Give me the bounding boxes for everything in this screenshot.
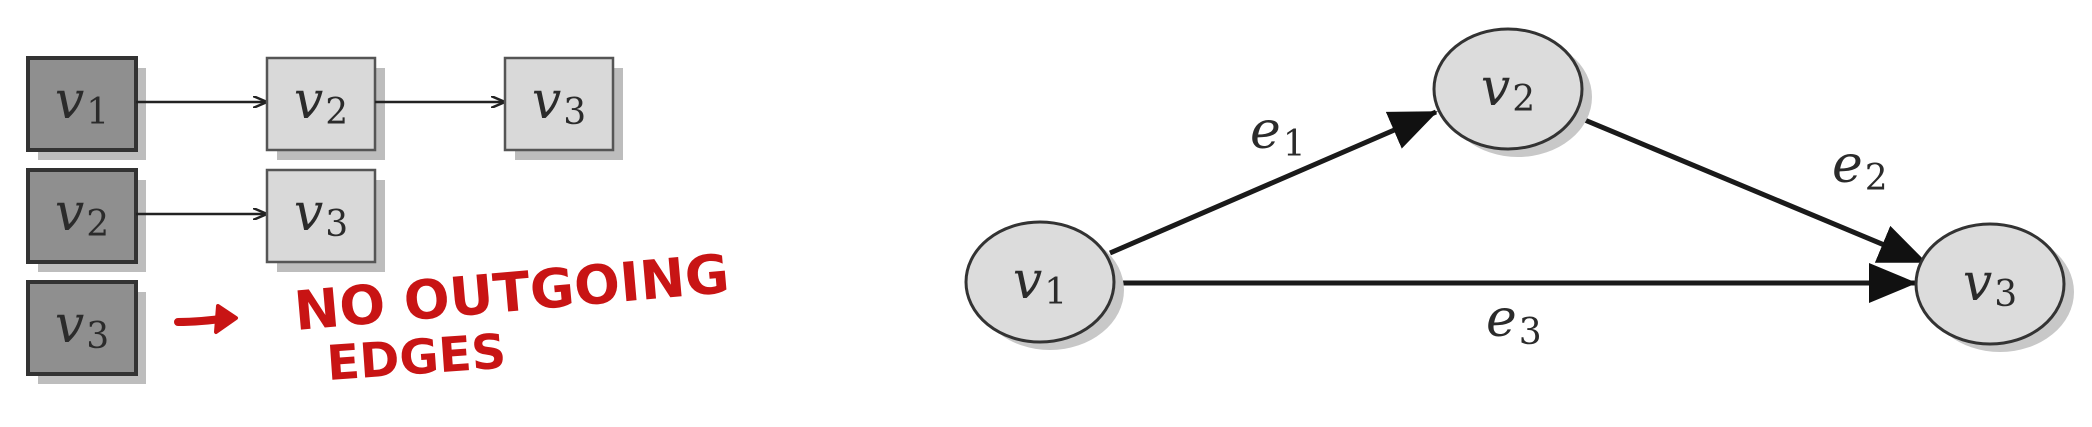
adj-head-subscript: 1 — [86, 92, 109, 133]
svg-text:v2: v2 — [55, 183, 109, 245]
adj-neighbor-node-v3 — [265, 168, 377, 264]
adj-neighbor-node-v2 — [265, 56, 377, 152]
adj-neighbor-subscript: 2 — [325, 92, 348, 133]
adjacency-list: v1 v2 v3 v2 v3 v3 — [26, 56, 732, 392]
svg-text:v1: v1 — [1013, 251, 1067, 313]
edge-e2 — [1579, 115, 1927, 265]
graph-node-v2: v2 — [1432, 27, 1592, 157]
adj-neighbor-label: v — [294, 183, 323, 243]
edge-label-e2: e2 — [1832, 135, 1888, 199]
adj-neighbor-label: v — [294, 71, 323, 131]
svg-text:v1: v1 — [55, 71, 109, 133]
edge-e1 — [1109, 109, 1438, 256]
svg-text:v3: v3 — [294, 183, 348, 245]
adj-head-node-v2 — [26, 168, 138, 264]
svg-text:v2: v2 — [294, 71, 348, 133]
annotation-line-2: EDGES — [325, 324, 508, 392]
adj-row-v1: v1 v2 v3 — [26, 56, 623, 160]
adj-head-label: v — [55, 183, 84, 243]
adj-neighbor-subscript: 3 — [325, 204, 348, 245]
directed-graph: e1 e2 e3 v1 v2 v3 — [964, 27, 2074, 353]
adj-head-subscript: 3 — [86, 316, 109, 357]
adj-row-v3: v3 — [26, 280, 146, 384]
handwritten-annotation: NO OUTGOING EDGES — [174, 242, 732, 392]
svg-text:v2: v2 — [1481, 58, 1535, 120]
edge-label-e1: e1 — [1250, 101, 1306, 165]
adj-head-node-v3 — [26, 280, 138, 376]
adj-neighbor-subscript: 3 — [563, 92, 586, 133]
graph-node-v3: v3 — [1914, 222, 2074, 352]
graph-node-v1: v1 — [964, 220, 1124, 350]
adj-head-label: v — [55, 295, 84, 355]
svg-text:v3: v3 — [1963, 253, 2017, 315]
adj-head-subscript: 2 — [86, 204, 109, 245]
svg-text:v3: v3 — [55, 295, 109, 357]
edge-label-e3: e3 — [1486, 289, 1542, 353]
adj-neighbor-label: v — [532, 71, 561, 131]
adj-head-node-v1 — [26, 56, 138, 152]
adj-head-label: v — [55, 71, 84, 131]
adj-neighbor-node-v3 — [503, 56, 615, 152]
adj-row-v2: v2 v3 — [26, 168, 385, 272]
svg-text:v3: v3 — [532, 71, 586, 133]
